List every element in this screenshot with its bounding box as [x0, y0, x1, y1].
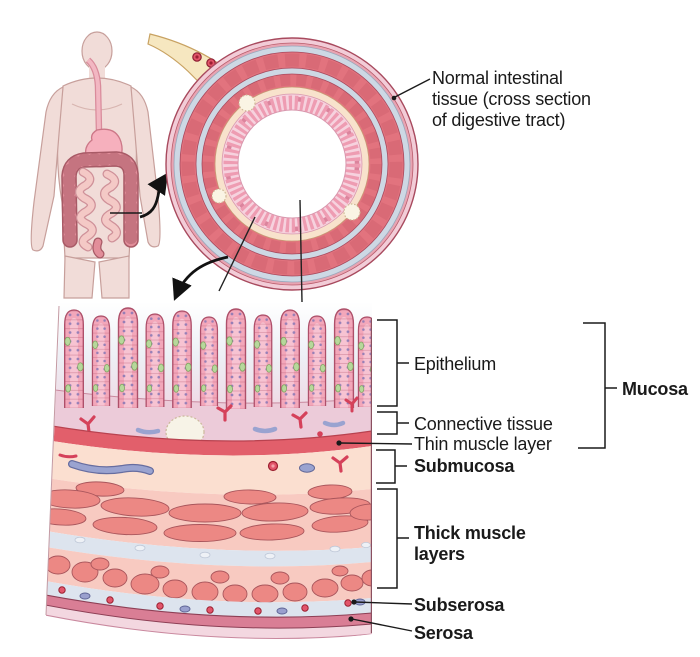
label-connective-tissue: Connective tissue — [414, 414, 553, 434]
body-to-circle-arrow — [139, 172, 168, 219]
body-left-arm — [30, 86, 64, 252]
title-line-1: Normal intestinal — [432, 68, 563, 88]
label-serosa: Serosa — [414, 623, 473, 643]
body-left-leg — [63, 255, 96, 299]
outer-muscle-texture — [181, 53, 403, 275]
lumen — [237, 109, 347, 219]
sector-line-2 — [299, 199, 303, 303]
muscle-bundles-cross — [46, 555, 372, 604]
cross-section-circle — [165, 37, 419, 291]
lymph-nodule-2 — [343, 203, 361, 221]
submucosa-bracket — [376, 449, 407, 484]
thick-muscle-bracket — [377, 488, 409, 589]
title-leader-line — [391, 78, 431, 101]
label-mucosa: Mucosa — [622, 379, 688, 399]
villi-ring — [223, 95, 361, 233]
large-intestine — [61, 151, 139, 259]
lymph-nodule-1 — [238, 94, 256, 112]
mesentery-vessel-red-1-core — [195, 55, 199, 59]
label-submucosa: Submucosa — [414, 456, 515, 476]
connective-bracket — [377, 411, 409, 435]
circle-to-slab-arrow — [172, 255, 229, 301]
inner-muscle-texture — [202, 74, 382, 254]
muscle-bundles-longitudinal — [46, 481, 372, 542]
epithelium-bracket — [377, 319, 409, 407]
mucosa-bracket — [578, 322, 617, 449]
label-subserosa: Subserosa — [414, 595, 505, 615]
lymph-nodule-3 — [211, 188, 227, 204]
serosa-leader — [348, 616, 413, 632]
label-epithelium: Epithelium — [414, 354, 497, 374]
submucosa-vessels — [58, 453, 349, 475]
tissue-slab — [46, 302, 372, 639]
subserosa-leader — [351, 599, 413, 605]
serosa-outer-band — [46, 604, 372, 639]
thin-muscle-leader — [336, 440, 413, 446]
label-thin-muscle: Thin muscle layer — [414, 434, 552, 454]
title-line-3: of digestive tract) — [432, 109, 566, 130]
label-title: Normal intestinal tissue (cross section … — [432, 68, 617, 131]
mesentery-vessel-red-2-core — [209, 61, 213, 65]
digestive-tract-organs — [61, 57, 139, 259]
thick-muscle-line-1: Thick muscle — [414, 523, 526, 543]
serosa-top-edge — [46, 593, 372, 618]
muscle-separator-band — [46, 530, 372, 567]
separator-pebbles — [74, 536, 371, 560]
slab-bottom-edge — [46, 613, 372, 639]
label-thick-muscle: Thick muscle layers — [414, 523, 526, 565]
subserosa-layer — [46, 580, 372, 618]
thin-muscle-layer — [46, 424, 372, 456]
small-intestine — [75, 167, 121, 252]
sector-line-1 — [218, 216, 256, 292]
thick-muscle-line-2: layers — [414, 543, 465, 564]
body-right-leg — [98, 255, 130, 299]
slab-left-edge — [45, 305, 60, 616]
title-line-2: tissue (cross section — [432, 88, 591, 109]
submucosa-layer — [46, 439, 372, 495]
serosa-bottom-edge — [46, 603, 372, 629]
esophagus-inner — [86, 58, 101, 133]
serosa-layer — [46, 594, 372, 629]
thin-muscle-top-edge — [46, 423, 372, 442]
annotations — [336, 78, 617, 632]
